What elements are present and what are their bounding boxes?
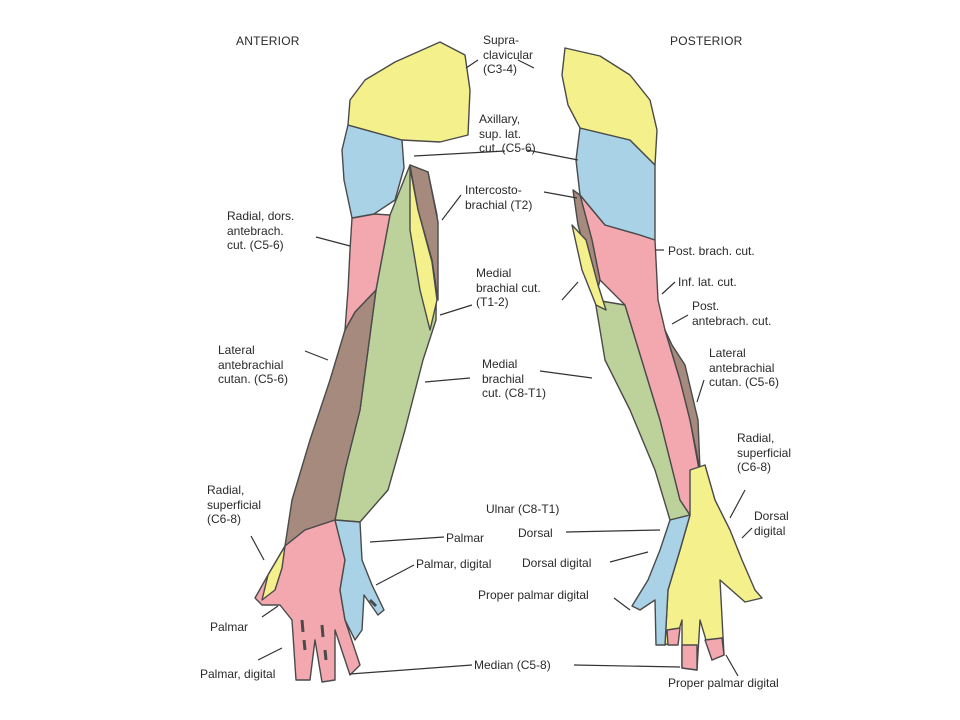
label-inf-lat-cut: Inf. lat. cut. bbox=[678, 275, 737, 289]
label-palmar-ulnar: Palmar bbox=[446, 531, 485, 545]
label-dorsal-digital-posterior: Dorsal digital bbox=[754, 509, 789, 538]
label-palmar-median: Palmar bbox=[210, 620, 249, 634]
label-lateral-antebrachial-anterior: Lateral antebrachial cutan. (C5-6) bbox=[218, 343, 289, 386]
posterior-arm bbox=[561, 47, 763, 671]
label-radial-dors-antebrach: Radial, dors. antebrach. cut. (C5-6) bbox=[227, 209, 295, 252]
anterior-arm bbox=[254, 41, 471, 683]
leader-lines bbox=[250, 59, 753, 677]
label-post-brach-cut: Post. brach. cut. bbox=[668, 244, 755, 258]
anterior-hand-ulnar-region bbox=[334, 519, 385, 641]
posterior-heading: POSTERIOR bbox=[670, 34, 743, 48]
label-median: Median (C5-8) bbox=[474, 658, 551, 672]
posterior-hand-ulnar-region bbox=[631, 514, 691, 646]
label-proper-palmar-digital-center: Proper palmar digital bbox=[478, 588, 589, 602]
label-radial-superficial-posterior: Radial, superficial (C6-8) bbox=[737, 431, 792, 474]
posterior-cutaneous-region bbox=[579, 194, 701, 516]
label-palmar-digital-median: Palmar, digital bbox=[200, 667, 276, 681]
label-axillary: Axillary, sup. lat. cut. (C5-6) bbox=[479, 112, 536, 155]
posterior-supraclavicular-region bbox=[561, 47, 658, 166]
label-proper-palmar-digital-bottom: Proper palmar digital bbox=[668, 676, 779, 690]
anterior-heading: ANTERIOR bbox=[236, 34, 300, 48]
label-ulnar: Ulnar (C8-T1) bbox=[486, 502, 560, 516]
posterior-lateral-antebrachial-region bbox=[664, 329, 701, 471]
label-dorsal-digital-ulnar: Dorsal digital bbox=[522, 556, 592, 570]
posterior-fingertip-median-region bbox=[681, 644, 698, 671]
label-intercostobrachial: Intercosto- brachial (T2) bbox=[465, 183, 533, 212]
anterior-supraclavicular-region bbox=[347, 41, 471, 143]
label-medial-brachial-cut: Medial brachial cut. (T1-2) bbox=[476, 266, 541, 309]
posterior-fingertip-median-region-3 bbox=[666, 627, 681, 646]
posterior-upper-yellow-strip bbox=[571, 224, 607, 311]
label-post-antebrach-cut: Post. antebrach. cut. bbox=[692, 299, 772, 328]
anterior-medial-brachial-strip bbox=[409, 167, 438, 331]
label-palmar-digital-ulnar: Palmar, digital bbox=[416, 557, 492, 571]
anterior-thumb-radial-region bbox=[261, 545, 286, 601]
anterior-axillary-region bbox=[341, 124, 405, 219]
label-dorsal: Dorsal bbox=[518, 526, 553, 540]
label-radial-superficial-anterior: Radial, superficial (C6-8) bbox=[207, 483, 262, 526]
anterior-radial-upper-region bbox=[344, 213, 391, 331]
anterior-digit-marks bbox=[300, 598, 378, 661]
label-medial-brachial-cut-c8: Medial brachial cut. (C8-T1) bbox=[482, 357, 547, 400]
label-lateral-antebrachial-posterior: Lateral antebrachial cutan. (C5-6) bbox=[709, 346, 780, 389]
posterior-fingertip-median-region-2 bbox=[704, 637, 725, 661]
label-supraclavicular: Supra- clavicular (C3-4) bbox=[483, 33, 534, 76]
